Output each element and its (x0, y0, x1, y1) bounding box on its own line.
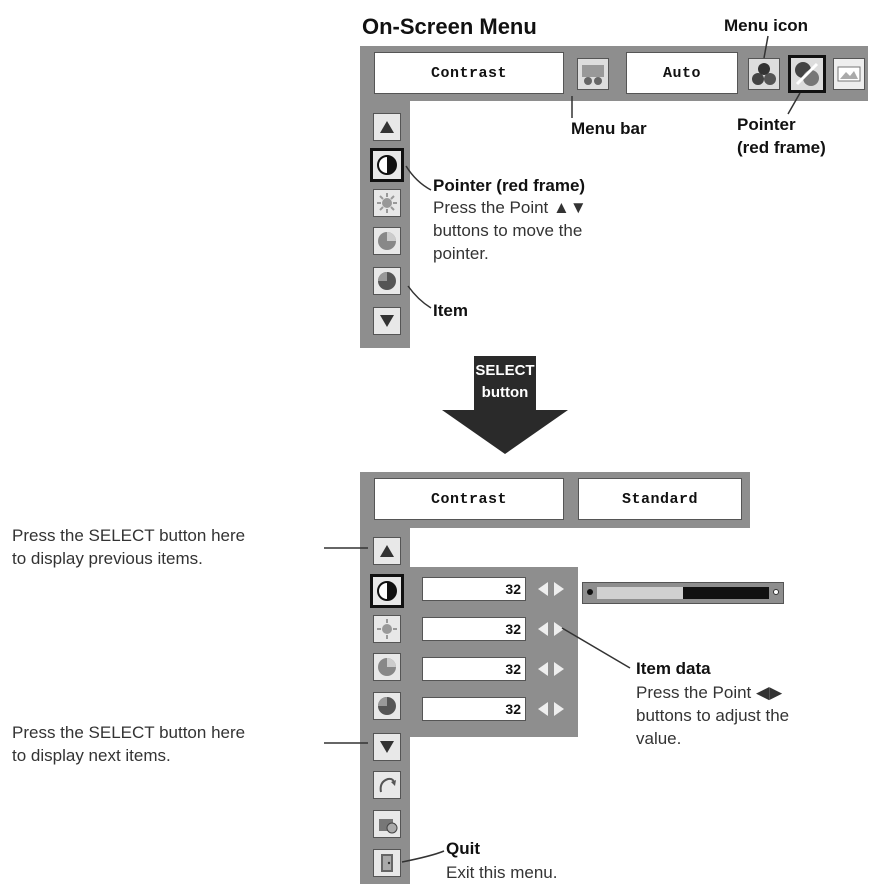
bottom-contrast-icon[interactable] (370, 574, 404, 608)
pointer-heading: Pointer (red frame) (433, 176, 586, 195)
menu-icon-image[interactable] (748, 58, 780, 90)
reset-icon[interactable] (373, 771, 401, 799)
adjust-arrows-icon-2[interactable] (534, 619, 568, 639)
slider-fill (597, 587, 683, 599)
top-down-arrow-icon[interactable] (373, 307, 401, 335)
value-row-1: 32 (422, 577, 526, 601)
pointer-desc-line3: pointer. (433, 244, 489, 263)
bottom-menu-field-standard: Standard (578, 478, 742, 520)
slider-track (683, 587, 769, 599)
quit-door-icon[interactable] (373, 849, 401, 877)
top-menu-field-contrast: Contrast (374, 52, 564, 94)
top-brightness-icon[interactable] (373, 189, 401, 217)
menu-icon-label: Menu icon (724, 16, 809, 35)
pointer-desc-line1: Press the Point ▲▼ (433, 198, 587, 217)
down-arrow-graphic (442, 356, 568, 454)
next-desc-line1: Press the SELECT button here (12, 723, 246, 742)
page-title: On-Screen Menu (362, 14, 537, 39)
menu-bar-label: Menu bar (571, 119, 647, 138)
prev-desc-line2: to display previous items. (12, 549, 203, 568)
item-data-desc-line1: Press the Point ◀▶ (636, 683, 783, 702)
prev-desc-line1: Press the SELECT button here (12, 526, 246, 545)
value-slider[interactable] (582, 582, 784, 604)
top-tint-icon[interactable] (373, 267, 401, 295)
bottom-color-icon[interactable] (373, 653, 401, 681)
adjust-arrows-icon-4[interactable] (534, 699, 568, 719)
bottom-up-arrow-icon[interactable] (373, 537, 401, 565)
top-color-icon[interactable] (373, 227, 401, 255)
item-data-desc-line2: buttons to adjust the (636, 706, 790, 725)
pointer-selected-icon[interactable] (788, 55, 826, 93)
quit-desc: Exit this menu. (446, 863, 558, 882)
pointer-label-line1: Pointer (737, 115, 796, 134)
pointer-desc-line2: buttons to move the (433, 221, 583, 240)
pointer-label-line2: (red frame) (737, 138, 826, 157)
bottom-brightness-icon[interactable] (373, 615, 401, 643)
bottom-tint-icon[interactable] (373, 692, 401, 720)
store-icon[interactable] (373, 810, 401, 838)
menu-bar-icon[interactable] (577, 58, 609, 90)
top-item-column (360, 101, 410, 348)
select-label-line1: SELECT (475, 362, 535, 379)
slider-max-dot (773, 589, 779, 595)
item-label: Item (433, 301, 468, 320)
adjust-arrows-icon-1[interactable] (534, 579, 568, 599)
select-label-line2: button (481, 384, 529, 401)
value-row-3: 32 (422, 657, 526, 681)
value-row-2: 32 (422, 617, 526, 641)
top-up-arrow-icon[interactable] (373, 113, 401, 141)
picture-icon[interactable] (833, 58, 865, 90)
bottom-menu-field-contrast: Contrast (374, 478, 564, 520)
value-row-4: 32 (422, 697, 526, 721)
next-desc-line2: to display next items. (12, 746, 171, 765)
top-menu-field-auto: Auto (626, 52, 738, 94)
top-contrast-icon[interactable] (370, 148, 404, 182)
slider-min-dot (587, 589, 593, 595)
item-data-desc-line3: value. (636, 729, 682, 748)
item-data-heading: Item data (636, 659, 711, 678)
quit-heading: Quit (446, 839, 480, 858)
bottom-down-arrow-icon[interactable] (373, 733, 401, 761)
adjust-arrows-icon-3[interactable] (534, 659, 568, 679)
